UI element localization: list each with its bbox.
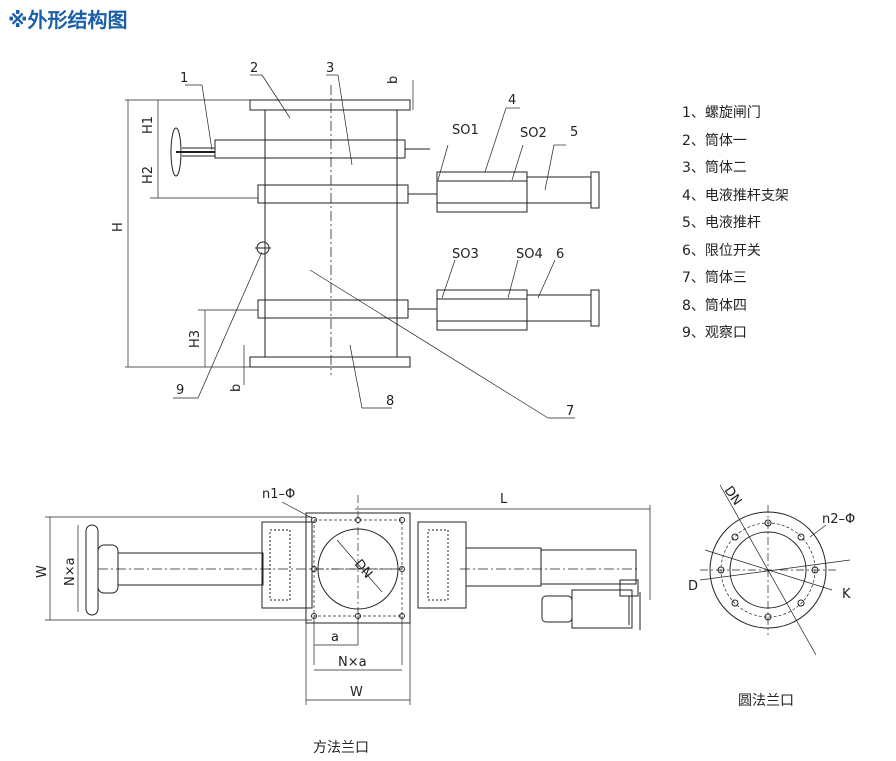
top-flange: [249, 99, 411, 111]
label-D: D: [688, 579, 698, 594]
lower-slide-frame: [257, 299, 409, 319]
label-n1: n1–Φ: [262, 487, 295, 502]
actuator-end-lower: [590, 289, 600, 327]
handwheel-side: [85, 524, 99, 616]
label-Nxa: N×a: [338, 655, 367, 670]
legend-item: 3、筒体二: [682, 160, 747, 176]
part-number: 7: [566, 404, 574, 419]
label-Nxa-side: N×a: [63, 557, 78, 586]
bottom-flange: [249, 356, 411, 368]
round-flange-caption: 圆法兰口: [738, 693, 794, 709]
actuator-rod-upper: [526, 176, 592, 204]
square-flange-caption: 方法兰口: [313, 740, 369, 756]
switch-label: SO2: [520, 126, 547, 141]
screw-gate-frame: [214, 139, 406, 159]
part-number: 9: [176, 383, 184, 398]
actuator-bracket-lower: [436, 289, 528, 331]
legend-item: 1、螺旋闸门: [682, 105, 761, 121]
dim-H1: H1: [141, 116, 156, 134]
part-number: 4: [508, 93, 516, 108]
upper-slide-frame: [257, 184, 409, 204]
dim-b-top: b: [386, 76, 401, 84]
elevation-view: [125, 74, 600, 419]
part-number: 2: [250, 61, 258, 76]
legend-item: 6、限位开关: [682, 242, 761, 259]
label-W: W: [350, 685, 363, 700]
label-K: K: [842, 587, 851, 602]
switch-label: SO4: [516, 247, 543, 262]
dim-H2: H2: [141, 166, 156, 184]
dim-b-bottom: b: [229, 384, 244, 392]
actuator-end-upper: [590, 171, 600, 209]
label-L: L: [500, 492, 508, 507]
page-title: ※外形结构图: [8, 8, 128, 32]
actuator-bracket-upper: [436, 171, 528, 213]
legend-item: 9、观察口: [682, 325, 747, 341]
square-flange-view: [45, 495, 651, 705]
label-a: a: [331, 630, 339, 645]
legend-item: 2、筒体一: [682, 132, 747, 149]
actuator-rod-lower: [526, 294, 592, 322]
parts-legend: 1、螺旋闸门 2、筒体一 3、筒体二 4、电液推杆支架 5、电液推杆 6、限位开…: [682, 100, 789, 348]
label-n2: n2–Φ: [822, 512, 855, 527]
label-DN-round: DN: [721, 484, 745, 509]
label-W-side: W: [35, 565, 50, 578]
part-number: 8: [386, 394, 394, 409]
legend-item: 5、电液推杆: [682, 215, 761, 231]
round-flange-view: [699, 484, 851, 656]
part-number: 1: [180, 71, 188, 86]
legend-item: 8、筒体四: [682, 297, 747, 314]
dim-H: H: [111, 222, 126, 232]
switch-label: SO1: [452, 123, 479, 138]
part-number: 5: [570, 125, 578, 140]
dim-H3: H3: [188, 330, 203, 348]
part-number: 3: [326, 61, 334, 76]
legend-item: 4、电液推杆支架: [682, 187, 789, 204]
part-number: 6: [556, 247, 564, 262]
switch-label: SO3: [452, 247, 479, 262]
legend-item: 7、筒体三: [682, 270, 747, 286]
